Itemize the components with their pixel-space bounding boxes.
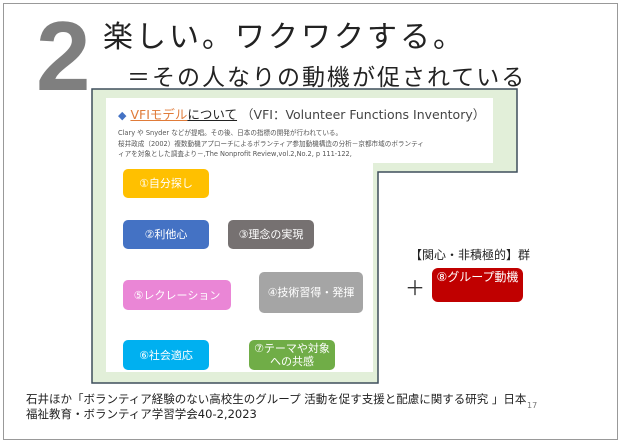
motive-chip-ideal-realization: ③理念の実現	[228, 220, 314, 249]
motive-chip-group-motive: ⑧グループ動機	[432, 268, 523, 302]
slide	[3, 3, 618, 440]
diamond-icon: ◆	[118, 109, 127, 122]
motive-chip-recreation: ⑤レクレーション	[123, 280, 231, 310]
slide-subtitle: ＝その人なりの動機が促されている	[127, 65, 527, 91]
reference-line: 桜井政成（2002）複数動機アプローチによるボランティア参加動機構造の分析－京都…	[118, 140, 424, 148]
page-number: 17	[527, 401, 538, 410]
motive-chip-social-adaptation: ⑥社会適応	[123, 340, 209, 370]
slide-number-heading: 2	[36, 1, 91, 111]
motive-chip-skill-acquisition: ④技術習得・発揮	[259, 272, 363, 313]
motive-chip-empathy: ⑦テーマや対象への共感	[249, 340, 335, 370]
vfi-reference-title: ◆ VFIモデルについて （VFI：Volunteer Functions In…	[118, 104, 485, 123]
motive-chip-self-discovery: ①自分探し	[123, 169, 209, 198]
reference-line: Clary や Snyder などが提唱。その後、日本の指標の開発が行われている…	[118, 129, 343, 137]
citation: 石井ほか「ボランティア経験のない高校生のグループ 活動を促す支援と配慮に関する研…	[26, 392, 526, 422]
group-label: 【関心・非積極的】群	[410, 248, 531, 262]
citation-line: 福祉教育・ボランティア学習学会40-2,2023	[26, 407, 257, 421]
slide-title: 楽しい。ワクワクする。	[103, 20, 466, 55]
about-label: について	[187, 107, 238, 122]
vfi-model-link[interactable]: VFIモデル	[130, 107, 188, 122]
citation-line: 石井ほか「ボランティア経験のない高校生のグループ 活動を促す支援と配慮に関する研…	[26, 392, 527, 406]
plus-icon: ＋	[405, 276, 425, 300]
reference-line: ィアを対象とした調査より－,The Nonprofit Review,vol.2…	[118, 150, 352, 158]
vfi-full-name: （VFI：Volunteer Functions Inventory）	[241, 107, 486, 122]
motive-chip-altruism: ②利他心	[123, 220, 209, 249]
